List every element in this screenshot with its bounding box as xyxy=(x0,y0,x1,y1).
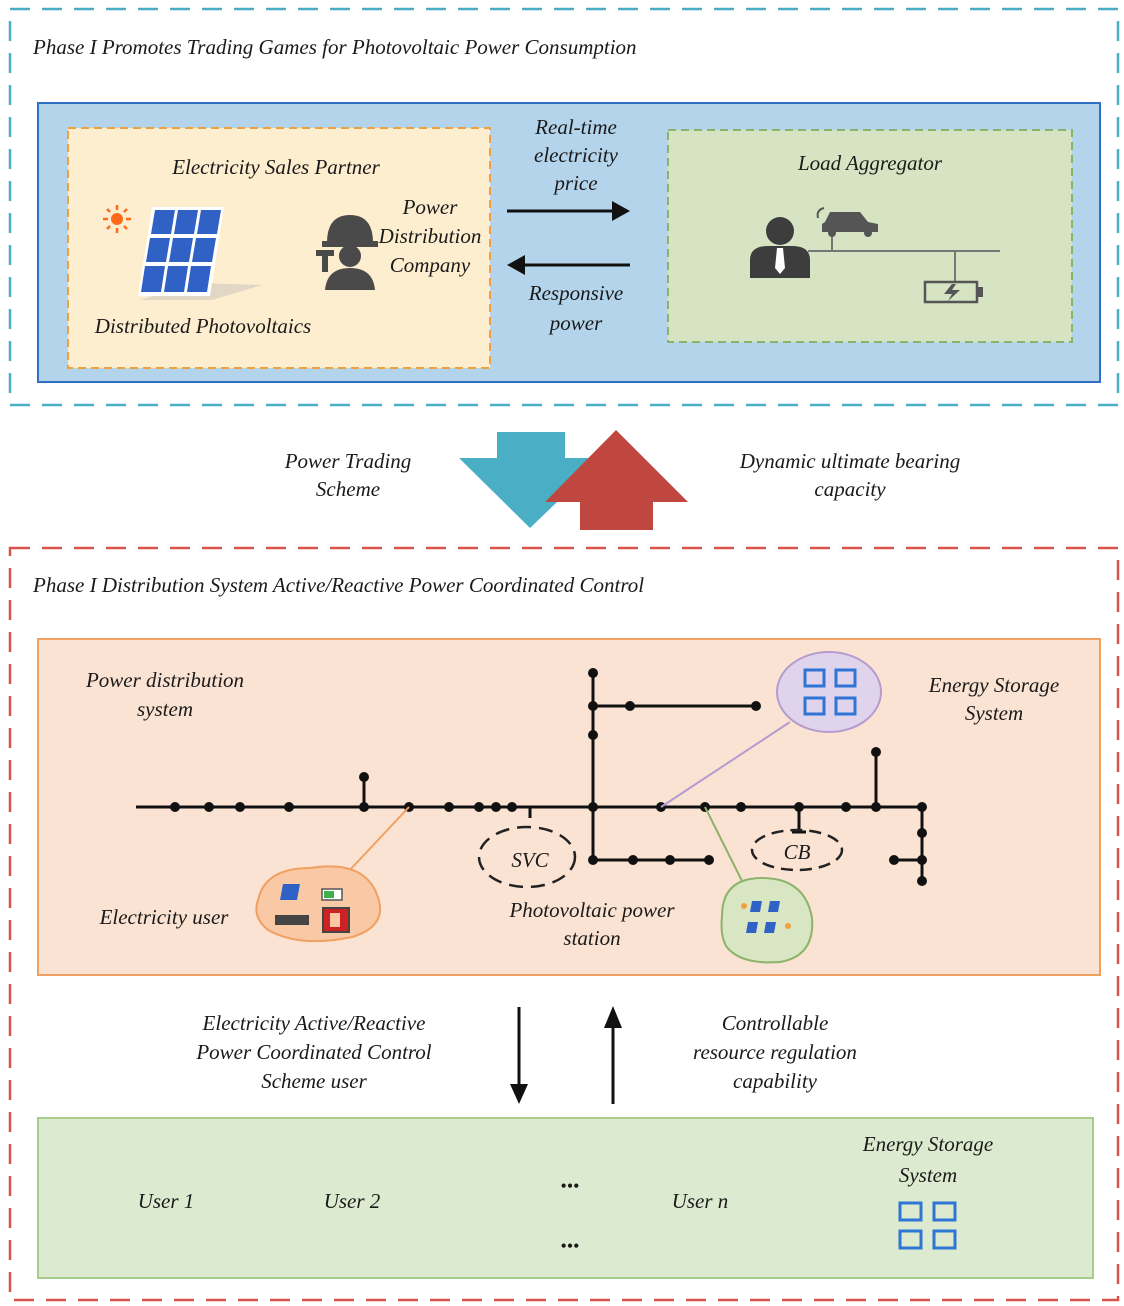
cb-label: CB xyxy=(784,840,811,864)
user1-label: User 1 xyxy=(138,1189,195,1213)
load-aggregator-box: Load Aggregator xyxy=(667,129,1073,343)
battery-pack-icon xyxy=(803,668,857,716)
sales-partner-box: Electricity Sales Partner xyxy=(67,127,491,369)
capability-line1: Controllable xyxy=(722,1011,829,1035)
pv-bubble xyxy=(720,876,814,964)
power-worker-icon xyxy=(316,215,378,290)
trading-scheme-line1: Power Trading xyxy=(284,449,412,473)
capability-line3: capability xyxy=(733,1069,818,1093)
pv-station-line1: Photovoltaic power xyxy=(508,898,675,922)
up-capability-arrow xyxy=(604,1006,622,1104)
pv-label: Distributed Photovoltaics xyxy=(94,314,311,338)
svc-label: SVC xyxy=(511,848,549,872)
up-arrow-shape xyxy=(545,430,688,530)
phase1-title: Phase I Promotes Trading Games for Photo… xyxy=(32,35,637,59)
electricity-user-label: Electricity user xyxy=(99,905,230,929)
load-aggregator-title: Load Aggregator xyxy=(797,151,943,175)
pds-title-line2: system xyxy=(137,697,193,721)
ess-label-line2: System xyxy=(965,701,1023,725)
cb-ellipse xyxy=(750,828,844,872)
user-bubble xyxy=(255,865,381,943)
pdc-label-line2: Distribution xyxy=(378,224,482,248)
ess-label-line1: Energy Storage xyxy=(928,673,1059,697)
ellipsis-bottom: ••• xyxy=(561,1236,580,1256)
price-label-line2: electricity xyxy=(534,143,619,167)
sales-partner-title: Electricity Sales Partner xyxy=(171,155,380,179)
users-ess-line1: Energy Storage xyxy=(862,1132,993,1156)
sun-icon xyxy=(103,205,131,233)
network-nodes xyxy=(170,668,927,886)
user2-label: User 2 xyxy=(324,1189,381,1213)
users-battery-pack-icon xyxy=(898,1201,957,1250)
bearing-capacity-line2: capacity xyxy=(814,477,886,501)
ess-bubble-connector xyxy=(660,721,791,808)
capability-line2: resource regulation xyxy=(693,1040,857,1064)
battery-charging-icon xyxy=(923,280,983,304)
phase2-border xyxy=(8,546,1120,1302)
pv-panel-icon xyxy=(741,901,791,933)
responsive-power-arrow xyxy=(507,255,630,275)
pdc-label-line3: Company xyxy=(390,253,471,277)
scheme-user-line2: Power Coordinated Control xyxy=(195,1040,431,1064)
phase1-border xyxy=(8,7,1120,407)
home-appliance-icon xyxy=(275,884,350,933)
users-ess-line2: System xyxy=(899,1163,957,1187)
phase2-title: Phase I Distribution System Active/React… xyxy=(32,573,644,597)
car-icon xyxy=(816,207,878,237)
down-arrow-shape xyxy=(459,432,603,528)
bearing-capacity-line1: Dynamic ultimate bearing xyxy=(739,449,960,473)
ess-bubble xyxy=(776,651,882,733)
user-bubble-connector xyxy=(347,806,410,873)
users-panel xyxy=(37,1117,1094,1279)
pv-bubble-connector xyxy=(704,806,744,884)
scheme-user-line3: Scheme user xyxy=(261,1069,367,1093)
price-arrow xyxy=(507,201,630,221)
down-control-arrow xyxy=(510,1007,528,1104)
pv-station-line2: station xyxy=(563,926,620,950)
trading-scheme-line2: Scheme xyxy=(316,477,380,501)
scheme-user-line1: Electricity Active/Reactive xyxy=(202,1011,426,1035)
pdc-label-line1: Power xyxy=(402,195,459,219)
solar-panel-icon xyxy=(138,207,262,300)
price-label-line1: Real-time xyxy=(534,115,617,139)
pds-title-line1: Power distribution xyxy=(85,668,244,692)
price-label-line3: price xyxy=(552,171,597,195)
ellipsis-top: ••• xyxy=(561,1176,580,1196)
responsive-label-line2: power xyxy=(548,311,603,335)
usern-label: User n xyxy=(672,1189,729,1213)
svc-ellipse xyxy=(477,825,577,889)
responsive-label-line1: Responsive xyxy=(528,281,623,305)
person-icon xyxy=(750,217,810,278)
